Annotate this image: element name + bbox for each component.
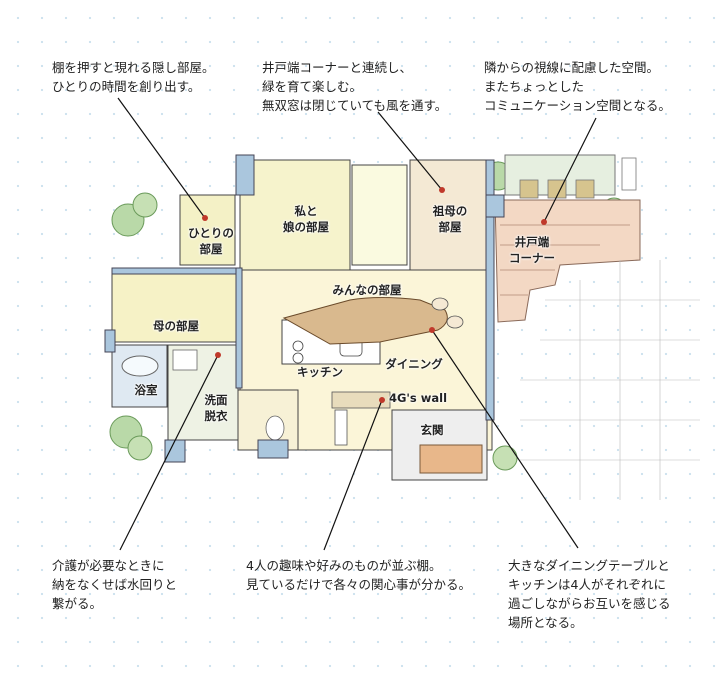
room-label-wall: 4G's wall <box>388 391 448 405</box>
room-label-watashi-musume: 私と 娘の部屋 <box>283 204 329 234</box>
room-label-haha: 母の部屋 <box>153 319 199 333</box>
annotation-dining: 大きなダイニングテーブルと キッチンは4人がそれぞれに 過ごしながらお互いを感じ… <box>508 558 671 630</box>
annotation-care: 介護が必要なときに 納をなくせば水回りと 繋がる。 <box>52 558 178 611</box>
leader-lines <box>117 97 597 551</box>
room-label-kitchen: キッチン <box>297 365 343 379</box>
room-label-senmen: 洗面 脱衣 <box>204 393 228 423</box>
leader-dots <box>202 187 547 403</box>
room-label-minna: みんなの部屋 <box>332 283 402 297</box>
room-label-yokushitsu: 浴室 <box>134 383 158 397</box>
kitchen-dining-furniture <box>281 297 464 446</box>
annotation-hidden-room: 棚を押すと現れる隠し部屋。 ひとりの時間を創り出す。 <box>52 60 215 94</box>
idobata-deck <box>494 154 700 500</box>
room-label-sobo: 祖母の 部屋 <box>432 204 468 234</box>
annotation-wall: 4人の趣味や好みのものが並ぶ棚。 見ているだけで各々の関心事が分かる。 <box>246 558 472 592</box>
annotation-grandmother-room: 井戸端コーナーと連続し、 緑を育て楽しむ。 無双窓は閉じていても風を通す。 <box>262 60 448 113</box>
room-label-hitori: ひとりの 部屋 <box>188 226 234 256</box>
room-label-idobata: 井戸端 コーナー <box>509 235 555 265</box>
annotation-idobata-corner: 隣からの視線に配慮した空間。 またちょっとした コミュニケーション空間となる。 <box>484 60 671 113</box>
room-label-genkan: 玄関 <box>420 423 444 437</box>
room-label-dining: ダイニング <box>385 357 443 371</box>
